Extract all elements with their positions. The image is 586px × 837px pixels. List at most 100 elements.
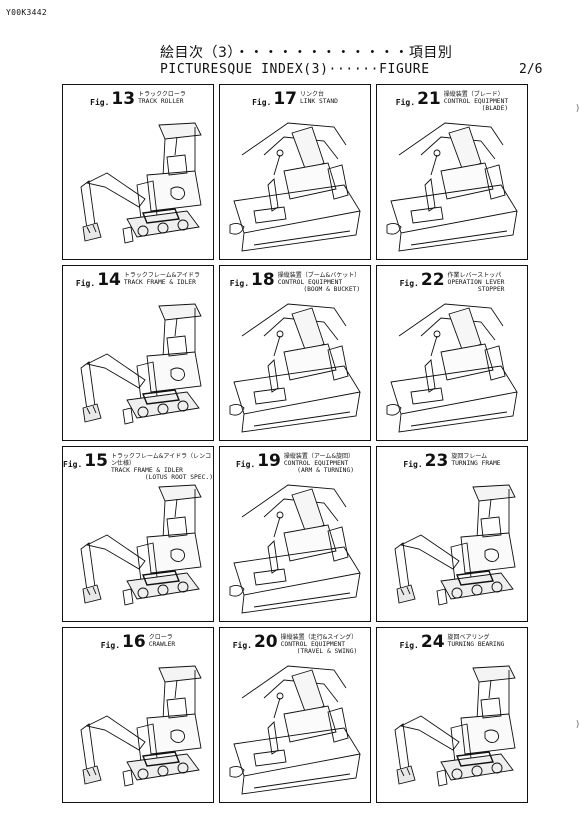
- excavator-illustration: [67, 115, 211, 257]
- figure-number: 16: [122, 632, 146, 652]
- excavator-illustration: [67, 477, 211, 619]
- figure-prefix: Fig.: [235, 460, 256, 469]
- figure-prefix: Fig.: [252, 98, 272, 107]
- excavator-illustration: [67, 658, 211, 800]
- figure-number: 20: [253, 632, 278, 652]
- figure-prefix: Fig.: [229, 279, 250, 288]
- figure-title-en: TURNING FRAME: [451, 460, 501, 467]
- figure-number: 15: [84, 451, 108, 471]
- figure-title-en: CONTROL EQUIPMENT: [283, 460, 349, 467]
- figure-number: 23: [424, 451, 449, 471]
- page-title-english: PICTURESQUE INDEX(3)······FIGURE: [160, 62, 430, 77]
- figure-number: 13: [111, 89, 136, 109]
- figure-number: 24: [420, 632, 445, 652]
- figure-number: 14: [97, 270, 121, 290]
- figure-title-en: CONTROL EQUIPMENT: [277, 279, 343, 286]
- figure-title-en: TRACK FRAME & IDLER: [110, 467, 183, 474]
- figure-title-jp: トラックフレーム&アイドラ（レンコン仕様）: [110, 453, 212, 467]
- figure-title-sub: (TRAVEL & SWING): [296, 648, 358, 655]
- cab-illustration: [381, 115, 525, 257]
- figure-prefix: Fig.: [232, 641, 252, 650]
- figure-title-sub: STOPPER: [477, 286, 505, 293]
- figure-prefix: Fig.: [63, 460, 83, 469]
- figure-title-block: 操縦装置（走行&スイング）CONTROL EQUIPMENT(TRAVEL & …: [281, 634, 358, 655]
- figure-title-jp: トラッククローラ: [138, 91, 186, 98]
- figure-title-jp: 作業レバーストッパ: [447, 272, 502, 279]
- figure-prefix: Fig.: [75, 279, 96, 288]
- figure-prefix: Fig.: [399, 279, 419, 288]
- figure-title-en: CRAWLER: [148, 641, 176, 648]
- margin-mark: ): [575, 720, 581, 730]
- figure-prefix: Fig.: [100, 641, 121, 650]
- figure-title-jp: 旋回フレーム: [451, 453, 488, 460]
- figure-title-sub: (BLADE): [481, 105, 509, 112]
- figure-number: 22: [420, 270, 445, 290]
- figure-title-block: 操縦装置（ブーム&バケット）CONTROL EQUIPMENT(BOOM & B…: [278, 272, 361, 293]
- page-number: 2/6: [519, 62, 543, 77]
- cab-illustration: [224, 477, 368, 619]
- figure-title-en: TURNING BEARING: [447, 641, 505, 648]
- margin-mark: ): [575, 104, 581, 114]
- figure-prefix: Fig.: [90, 98, 110, 107]
- figure-title-block: 操縦装置（アーム&旋回）CONTROL EQUIPMENT(ARM & TURN…: [284, 453, 354, 474]
- document-code: Y00K3442: [6, 8, 47, 17]
- cab-illustration: [224, 296, 368, 438]
- figure-number: 19: [257, 451, 281, 471]
- figure-title-jp: リンク台: [300, 91, 325, 98]
- figure-title-jp: 操縦装置（ブレード）: [443, 91, 504, 98]
- excavator-illustration: [381, 658, 525, 800]
- figure-title-sub: (BOOM & BUCKET): [303, 286, 361, 293]
- figure-prefix: Fig.: [403, 460, 423, 469]
- figure-title-jp: クローラ: [148, 634, 173, 641]
- figure-title-en: TRACK FRAME & IDLER: [123, 279, 196, 286]
- figure-title-en: CONTROL EQUIPMENT: [280, 641, 346, 648]
- cab-illustration: [224, 115, 368, 257]
- figure-title-sub: (LOTUS ROOT SPEC.): [144, 474, 213, 481]
- figure-prefix: Fig.: [395, 98, 416, 107]
- figure-title-jp: 操縦装置（走行&スイング）: [280, 634, 358, 641]
- figure-number: 18: [251, 270, 275, 290]
- figure-title-jp: 操縦装置（ブーム&バケット）: [277, 272, 361, 279]
- figure-number: 17: [273, 89, 297, 109]
- figure-title-block: 操縦装置（ブレード）CONTROL EQUIPMENT(BLADE): [444, 91, 508, 112]
- figure-title-en: CONTROL EQUIPMENT: [443, 98, 509, 105]
- cab-illustration: [224, 658, 368, 800]
- figure-title-sub: (ARM & TURNING): [297, 467, 355, 474]
- page-title-japanese: 絵目次（3）・・・・・・・・・・・・項目別: [160, 45, 453, 61]
- figure-title-en: TRACK ROLLER: [138, 98, 184, 105]
- cab-illustration: [381, 296, 525, 438]
- figure-title-jp: トラックフレーム&アイドラ: [123, 272, 201, 279]
- excavator-illustration: [67, 296, 211, 438]
- figure-title-block: トラックフレーム&アイドラ（レンコン仕様）TRACK FRAME & IDLER…: [111, 453, 213, 481]
- figure-title-en: LINK STAND: [300, 98, 338, 105]
